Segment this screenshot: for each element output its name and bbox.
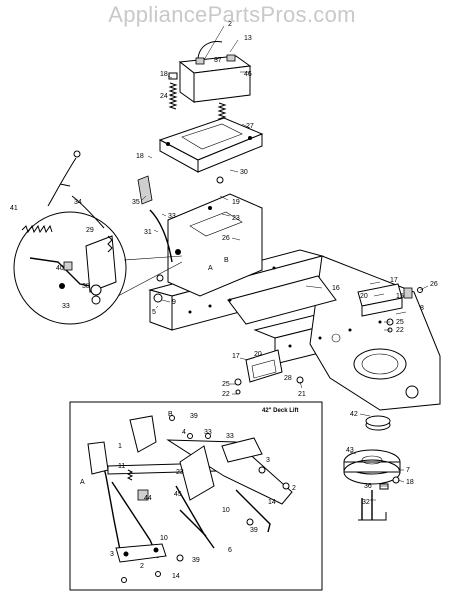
battery-springs [168, 72, 227, 122]
callout-38: 38 [82, 283, 90, 290]
callout-33: 33 [226, 433, 234, 440]
callout-14: 14 [268, 499, 276, 506]
callout-18: 18 [406, 479, 414, 486]
battery-tray [158, 117, 264, 173]
callout-39: 39 [192, 557, 200, 564]
bracket-left [245, 349, 283, 383]
callout-3: 3 [110, 551, 114, 558]
callout-28: 28 [284, 375, 292, 382]
deck-lift-caption: 42" Deck Lift [262, 408, 299, 414]
callout-13: 13 [244, 35, 252, 42]
callout-15: 15 [396, 293, 404, 300]
callout-22: 22 [396, 327, 404, 334]
callout-23: 23 [176, 469, 184, 476]
callout-20: 20 [360, 293, 368, 300]
callout-18: 18 [136, 153, 144, 160]
callout-4: 4 [182, 429, 186, 436]
watermark: AppliancePartsPros.com [108, 2, 356, 27]
callout-34: 34 [74, 199, 82, 206]
callout-35: 35 [132, 199, 140, 206]
callout-16: 16 [332, 285, 340, 292]
callout-46: 46 [244, 71, 252, 78]
callout-29: 29 [86, 227, 94, 234]
callout-19: 19 [232, 199, 240, 206]
callout-33: 33 [204, 429, 212, 436]
callout-27: 27 [246, 123, 254, 130]
callout-6: 6 [228, 547, 232, 554]
callout-40: 40 [56, 265, 64, 272]
main-frame [148, 193, 441, 411]
callout-8: 8 [420, 305, 424, 312]
callout-11: 11 [118, 463, 125, 470]
callout-41: 41 [10, 205, 18, 212]
callout-B: B [224, 257, 229, 264]
spring-cable [21, 150, 105, 234]
battery [178, 41, 252, 103]
callout-39: 39 [190, 413, 198, 420]
callout-36: 36 [364, 483, 372, 490]
callout-26: 26 [430, 281, 438, 288]
callout-42: 42 [350, 411, 358, 418]
callout-24: 24 [160, 93, 168, 100]
callout-21: 21 [298, 391, 306, 398]
callout-2: 2 [140, 563, 144, 570]
pedal-rod [137, 175, 173, 263]
callout-labels: 2 13 37 46 18 24 27 18 30 35 33 31 19 23… [10, 21, 438, 580]
callout-18: 18 [160, 71, 168, 78]
callout-44: 44 [144, 495, 152, 502]
callout-2: 2 [292, 485, 296, 492]
callout-32: 32 [362, 499, 370, 506]
callout-22: 22 [222, 391, 230, 398]
callout-7: 7 [406, 467, 410, 474]
callout-A: A [80, 479, 85, 486]
callout-5: 5 [152, 309, 156, 316]
detail-inset [13, 211, 183, 325]
callout-17: 17 [390, 277, 398, 284]
rail-holes [188, 266, 382, 348]
callout-31: 31 [144, 229, 152, 236]
callout-30: 30 [240, 169, 248, 176]
callout-33: 33 [168, 213, 176, 220]
callout-20: 20 [254, 351, 262, 358]
callout-23: 23 [232, 215, 240, 222]
callout-17: 17 [232, 353, 240, 360]
callout-14: 14 [172, 573, 180, 580]
callout-2: 2 [228, 21, 232, 28]
leader-lines [141, 25, 429, 501]
callout-10: 10 [222, 507, 230, 514]
callout-25: 25 [222, 381, 230, 388]
callout-43: 43 [346, 447, 354, 454]
pulley-assembly [343, 415, 401, 521]
callout-45: 45 [174, 491, 182, 498]
callout-1: 1 [118, 443, 122, 450]
callout-25: 25 [396, 319, 404, 326]
deck-lift-inset [69, 401, 323, 591]
callout-37: 37 [214, 57, 222, 64]
callout-39: 39 [250, 527, 258, 534]
callout-10: 10 [160, 535, 168, 542]
callout-A: A [208, 265, 213, 272]
callout-33: 33 [62, 303, 70, 310]
callout-3: 3 [266, 457, 270, 464]
callout-9: 9 [172, 299, 176, 306]
callout-B: B [168, 411, 173, 418]
callout-26: 26 [222, 235, 230, 242]
